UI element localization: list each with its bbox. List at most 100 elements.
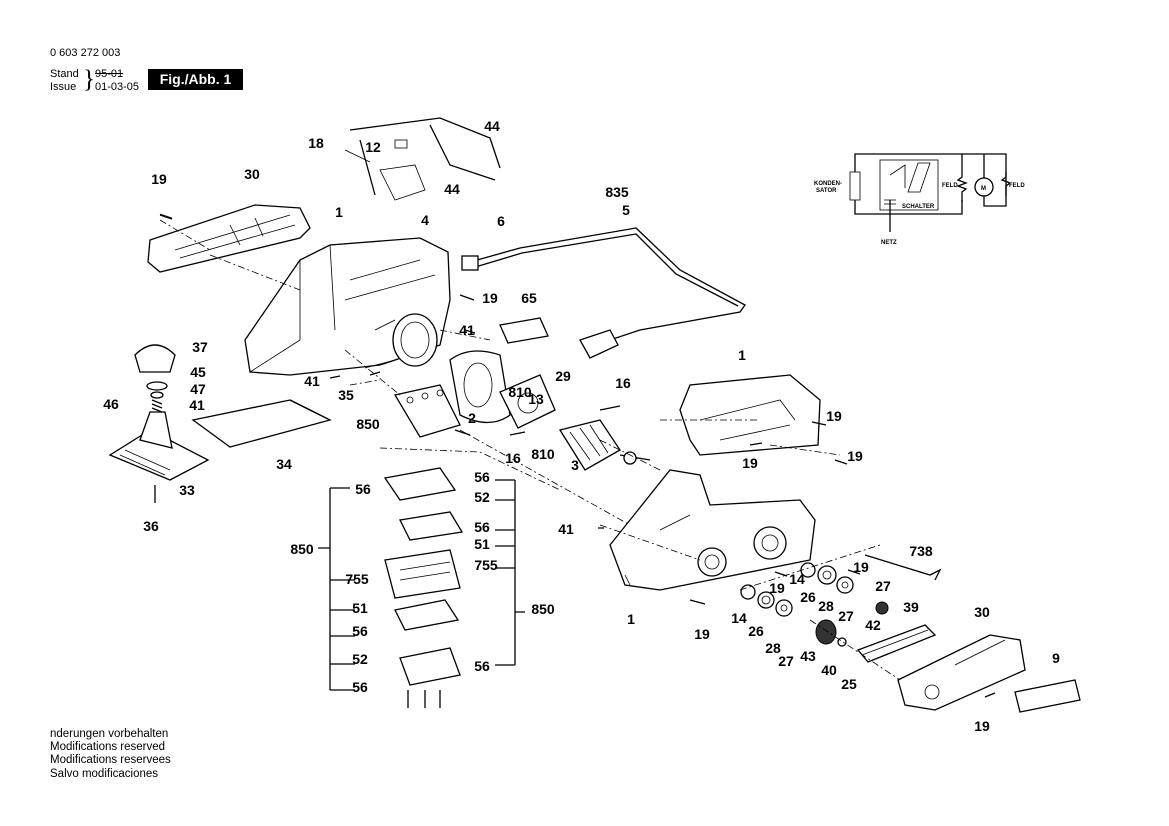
part-number-label: 44 [444, 181, 460, 197]
left-cover-part [147, 204, 311, 273]
part-number-label: 850 [531, 601, 555, 617]
footer-line-es: Salvo modificaciones [50, 767, 159, 780]
part-number-label: 27 [875, 578, 891, 594]
bearing-plate-29 [499, 374, 556, 429]
sole-plate-part [191, 399, 332, 448]
part-number-label: 850 [290, 541, 314, 557]
part-number-label: 56 [474, 519, 490, 535]
cutter-drum-small [393, 384, 471, 438]
part-number-label: 19 [151, 171, 167, 187]
part-number-label: 52 [352, 651, 368, 667]
part-number-label: 56 [355, 481, 371, 497]
stand-date: 95-01 [95, 68, 124, 80]
part-number-label: 1 [335, 204, 343, 220]
switch-wiring-part [344, 117, 501, 201]
blade-stack [383, 467, 464, 708]
hex-key-part [864, 554, 942, 581]
drive-parts [740, 562, 937, 663]
part-number-label: 29 [555, 368, 571, 384]
part-number-label: 19 [974, 718, 990, 734]
part-number-label: 35 [338, 387, 354, 403]
part-number-label: 27 [778, 653, 794, 669]
wiring-diagram: KONDEN- SATOR SCHALTER FELD FELD M NETZ [814, 153, 1025, 246]
part-number-label: 9 [1052, 650, 1060, 666]
part-number-label: 19 [853, 559, 869, 575]
part-number-label: 18 [308, 135, 324, 151]
issue-date: 01-03-05 [95, 81, 140, 93]
part-number-label: 13 [528, 391, 544, 407]
front-shoe-part [108, 411, 210, 503]
assembly-lines [159, 219, 901, 681]
label-plate-9 [1014, 679, 1081, 713]
part-number-label: 26 [748, 623, 764, 639]
bracket-lines [318, 479, 525, 691]
part-number-label: 12 [365, 139, 381, 155]
part-number-label: 37 [192, 339, 208, 355]
armature-part [558, 419, 651, 471]
part-number-label: 28 [765, 640, 781, 656]
part-number-label: 52 [474, 489, 490, 505]
part-number-label: 41 [558, 521, 574, 537]
part-number-label: 6 [497, 213, 505, 229]
part-number-label: 2 [468, 410, 476, 426]
part-number-label: 46 [103, 396, 119, 412]
depth-knob-part [134, 344, 176, 413]
part-number-label: 810 [508, 384, 532, 400]
part-number-label: 27 [838, 608, 854, 624]
stand-label: Stand [50, 68, 79, 80]
part-number-label: 51 [352, 600, 368, 616]
document-number: 0 603 272 003 [50, 47, 121, 59]
footer-line-fr: Modifications reservees [50, 754, 171, 767]
brace-glyph: } [83, 66, 95, 93]
part-number-label: 34 [276, 456, 292, 472]
plate-65 [499, 317, 549, 344]
part-number-label: 26 [800, 589, 816, 605]
part-number-label: 30 [974, 604, 990, 620]
issue-label: Issue [50, 81, 77, 93]
part-number-label: 41 [189, 397, 205, 413]
part-number-label: 4 [421, 212, 429, 228]
part-number-label: 40 [821, 662, 837, 678]
feld-left-label: FELD [942, 183, 958, 189]
part-number-label: 16 [615, 375, 631, 391]
part-number-label: 19 [742, 455, 758, 471]
part-number-label: 39 [903, 599, 919, 615]
part-number-label: 47 [190, 381, 206, 397]
part-number-label: 30 [244, 166, 260, 182]
part-number-label: 738 [909, 543, 933, 559]
figure-badge: Fig./Abb. 1 [148, 69, 243, 90]
main-housing-part [244, 237, 451, 376]
part-number-label: 19 [769, 580, 785, 596]
motor-label: M [981, 186, 986, 192]
part-number-label: 19 [694, 626, 710, 642]
part-number-label: 14 [789, 571, 805, 587]
part-number-label: 51 [474, 536, 490, 552]
kondensator-label-1: KONDEN- [814, 181, 842, 187]
part-number-label: 42 [865, 617, 881, 633]
part-number-label: 28 [818, 598, 834, 614]
part-number-label: 755 [474, 557, 498, 573]
part-number-label: 56 [474, 469, 490, 485]
part-number-label: 43 [800, 648, 816, 664]
part-number-label: 835 [605, 184, 629, 200]
part-number-label: 19 [847, 448, 863, 464]
part-number-label: 19 [482, 290, 498, 306]
part-number-label: 810 [531, 446, 555, 462]
footer-line-de: nderungen vorbehalten [50, 728, 169, 740]
part-number-label: 44 [484, 118, 500, 134]
right-cover-part [897, 634, 1026, 711]
schalter-label: SCHALTER [902, 204, 935, 210]
part-number-label: 56 [474, 658, 490, 674]
part-number-label: 45 [190, 364, 206, 380]
part-number-label: 36 [143, 518, 159, 534]
part-number-label: 33 [179, 482, 195, 498]
part-number-label: 1 [738, 347, 746, 363]
stator-part [449, 350, 511, 424]
part-number-label: 16 [505, 450, 521, 466]
part-number-label: 19 [826, 408, 842, 424]
part-number-label: 14 [731, 610, 747, 626]
part-number-label: 41 [459, 322, 475, 338]
screws [159, 214, 996, 698]
